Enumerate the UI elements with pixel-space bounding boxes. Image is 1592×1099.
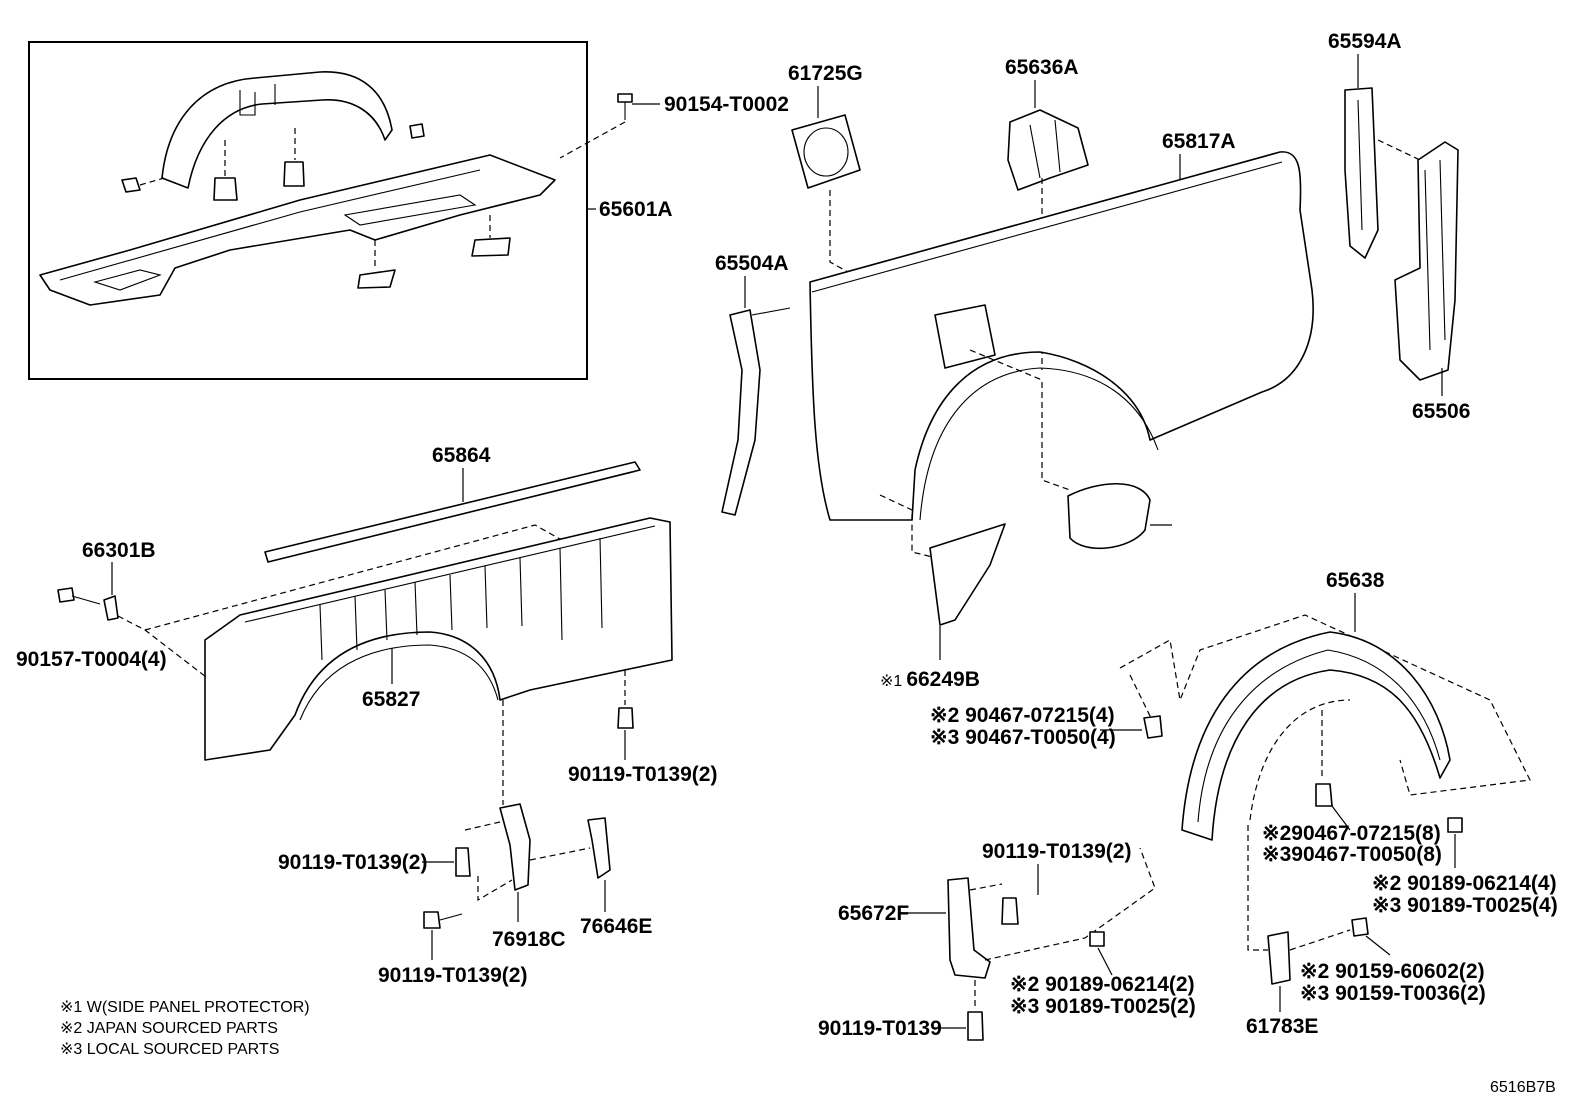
mark-1: ※1 <box>880 673 902 690</box>
label-90119-T0139-e: 90119-T0139 <box>818 1017 942 1040</box>
label-90119-T0139-b: 90119-T0139(2) <box>278 851 427 874</box>
note-2: ※2 JAPAN SOURCED PARTS <box>60 1020 278 1037</box>
label-65601A: 65601A <box>599 198 673 221</box>
label-screw-1: ※2 90159-60602(2) <box>1300 960 1485 983</box>
label-clip-a2: ※3 90467-T0050(4) <box>930 726 1116 749</box>
label-90119-T0139-a: 90119-T0139(2) <box>568 763 717 786</box>
note-3: ※3 LOCAL SOURCED PARTS <box>60 1041 279 1058</box>
label-65864: 65864 <box>432 444 491 467</box>
label-65672F: 65672F <box>838 902 909 925</box>
label-90157-T0004: 90157-T0004(4) <box>16 648 167 671</box>
label-65594A: 65594A <box>1328 30 1402 53</box>
note-1: ※1 W(SIDE PANEL PROTECTOR) <box>60 999 310 1016</box>
label-nut-a2: ※3 90189-T0025(4) <box>1372 894 1558 917</box>
label-90119-T0139-c: 90119-T0139(2) <box>378 964 527 987</box>
label-66301B: 66301B <box>82 539 156 562</box>
label-65506: 65506 <box>1412 400 1470 423</box>
label-76918C: 76918C <box>492 928 566 951</box>
label-nut-b2: ※3 90189-T0025(2) <box>1010 995 1196 1018</box>
label-61783E: 61783E <box>1246 1015 1318 1038</box>
label-65504A: 65504A <box>715 252 789 275</box>
figure-id: 6516B7B <box>1490 1079 1556 1096</box>
label-screw-2: ※3 90159-T0036(2) <box>1300 982 1486 1005</box>
label-90154-T0002: 90154-T0002 <box>664 93 789 116</box>
inset-floor-assembly <box>28 41 588 380</box>
label-65817A: 65817A <box>1162 130 1236 153</box>
label-clip-a1: ※2 90467-07215(4) <box>930 704 1115 727</box>
label-nut-a1: ※2 90189-06214(4) <box>1372 872 1557 895</box>
label-65638: 65638 <box>1326 569 1385 592</box>
label-65827: 65827 <box>362 688 420 711</box>
label-90119-T0139-d: 90119-T0139(2) <box>982 840 1131 863</box>
bolt-icon <box>559 93 633 159</box>
label-clip-b1: ※290467-07215(8) <box>1262 822 1441 845</box>
label-65636A: 65636A <box>1005 56 1079 79</box>
label-clip-b2: ※390467-T0050(8) <box>1262 843 1442 866</box>
label-76646E: 76646E <box>580 915 652 938</box>
label-61725G: 61725G <box>788 62 863 85</box>
label-nut-b1: ※2 90189-06214(2) <box>1010 973 1195 996</box>
